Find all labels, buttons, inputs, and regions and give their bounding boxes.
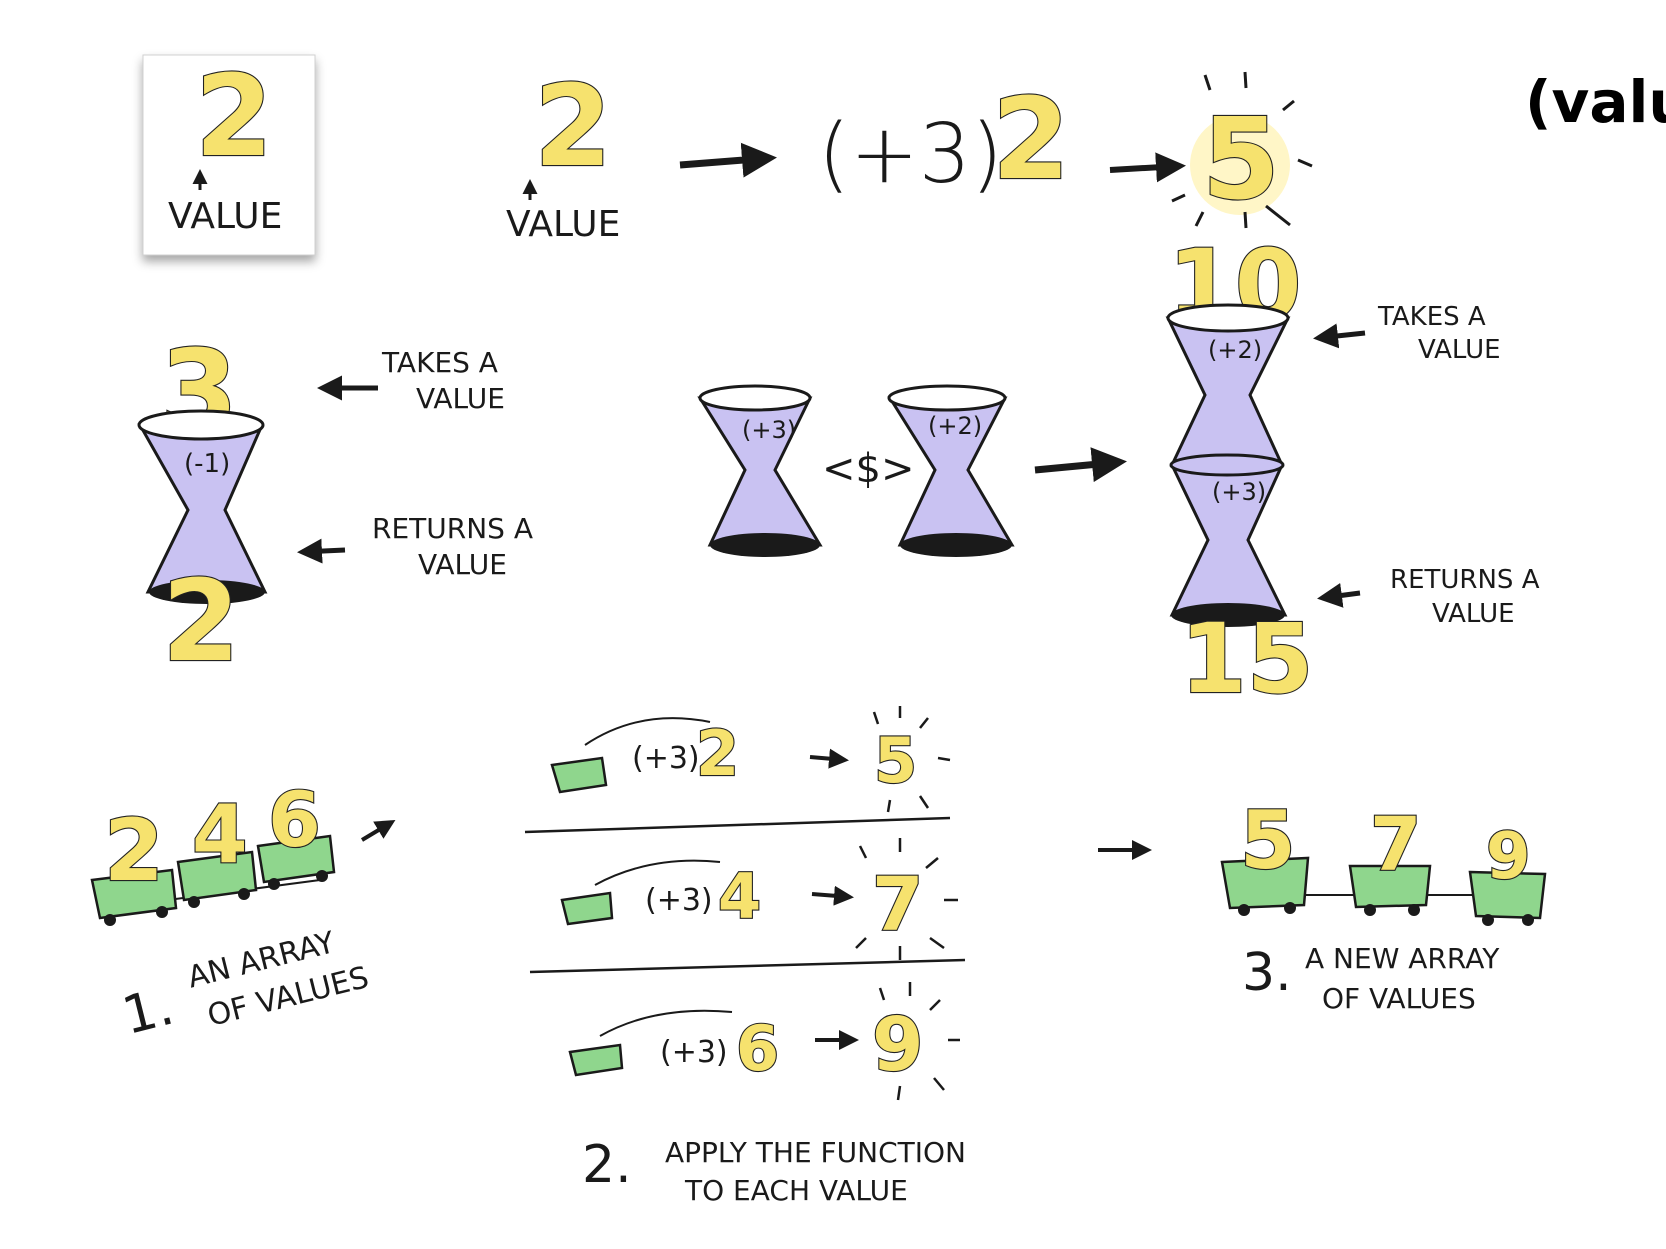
cart: 9 bbox=[1468, 819, 1547, 926]
free-value: 2 VALUE bbox=[506, 61, 620, 245]
arrow-icon bbox=[1034, 447, 1127, 483]
compose-left-function: (+3) bbox=[742, 416, 796, 444]
funnel-output-digit: 2 bbox=[162, 557, 240, 687]
sparkle-icon bbox=[872, 706, 951, 813]
arrow-icon bbox=[811, 885, 854, 906]
row-divider bbox=[524, 816, 951, 834]
output-value-2: 7 bbox=[1370, 802, 1422, 888]
output-array-group: 5 7 9 3. A NEW ARRAY OF VALUES bbox=[1220, 793, 1547, 1015]
stack-returns-line1: RETURNS A bbox=[1390, 565, 1540, 595]
takes-label-line2: VALUE bbox=[416, 382, 505, 415]
cart: 7 bbox=[1348, 801, 1432, 916]
sparkle-icon bbox=[1171, 71, 1313, 229]
stack-takes-line1: TAKES A bbox=[1377, 302, 1486, 332]
input-value-3: 6 bbox=[268, 775, 321, 864]
single-funnel-group: 3 (-1) 2 TAKES A VALUE RETURNS A VALUE bbox=[137, 326, 533, 688]
compose-right-function: (+2) bbox=[928, 412, 982, 440]
cart: 5 bbox=[1220, 793, 1310, 916]
value-card-label: VALUE bbox=[168, 196, 282, 237]
cart-icon bbox=[550, 756, 608, 794]
page-title: (value) bbox=[1525, 68, 1666, 136]
arrow-icon bbox=[297, 538, 346, 564]
output-value-3: 9 bbox=[1486, 820, 1531, 894]
stack-returns-line2: VALUE bbox=[1432, 599, 1515, 629]
returns-label-line2: VALUE bbox=[418, 548, 507, 581]
row1-function: (+3) bbox=[632, 741, 700, 776]
fmap-operator: <$> bbox=[822, 446, 914, 492]
function-application: (+3) 2 bbox=[818, 74, 1071, 206]
value-card-digit: 2 bbox=[195, 52, 273, 182]
takes-label-line1: TAKES A bbox=[381, 346, 498, 379]
apply-function-group: (+3) 2 5 (+3) 4 7 bbox=[524, 706, 966, 1207]
arrow-icon bbox=[679, 142, 777, 178]
stack-takes-line2: VALUE bbox=[1418, 335, 1501, 365]
cart: 6 bbox=[256, 774, 336, 890]
cart-icon bbox=[560, 891, 614, 926]
row2-function: (+3) bbox=[645, 883, 713, 918]
row3-function: (+3) bbox=[660, 1035, 728, 1070]
arrow-icon bbox=[1317, 582, 1361, 608]
row-divider bbox=[529, 958, 966, 974]
result-value: 5 bbox=[1171, 71, 1313, 229]
apply-row: (+3) 2 5 bbox=[550, 706, 951, 813]
value-card: 2 VALUE bbox=[142, 51, 316, 256]
result-digit: 5 bbox=[1202, 95, 1280, 225]
step2-number: 2. bbox=[582, 1135, 632, 1195]
input-value-2: 4 bbox=[192, 788, 248, 881]
free-value-label: VALUE bbox=[506, 204, 620, 245]
input-array-group: 2 4 6 1. AN ARRAY OF VALUES bbox=[90, 774, 396, 1047]
function-input-digit: 2 bbox=[992, 75, 1070, 205]
output-value-1: 5 bbox=[1240, 794, 1296, 887]
function-label: (+3) bbox=[818, 107, 1003, 202]
sparkle-icon bbox=[855, 838, 958, 960]
funnel-function-label: (-1) bbox=[184, 449, 230, 479]
free-value-digit: 2 bbox=[534, 62, 612, 192]
arrow-icon bbox=[809, 748, 849, 769]
stack-bottom-function: (+3) bbox=[1212, 478, 1266, 506]
apply-row: (+3) 4 7 bbox=[560, 838, 958, 960]
returns-label-line1: RETURNS A bbox=[372, 512, 533, 545]
step2-line1: APPLY THE FUNCTION bbox=[665, 1136, 966, 1169]
row2-input: 4 bbox=[718, 860, 761, 933]
cart: 4 bbox=[176, 787, 258, 908]
apply-row: (+3) 6 9 bbox=[568, 982, 960, 1101]
compose-group: (+3) <$> (+2) bbox=[697, 384, 1127, 557]
sparkle-icon bbox=[878, 982, 960, 1101]
stacked-funnel-group: 10 (+2) (+3) 15 TAKES A VALUE RETURNS A … bbox=[1165, 228, 1540, 716]
step2-line2: TO EACH VALUE bbox=[684, 1174, 908, 1207]
stack-top-function: (+2) bbox=[1208, 336, 1262, 364]
input-value-1: 2 bbox=[104, 801, 164, 901]
cart: 2 bbox=[90, 800, 178, 926]
step3-line2: OF VALUES bbox=[1322, 982, 1476, 1015]
arrow-icon bbox=[360, 819, 396, 842]
arrow-icon bbox=[1109, 152, 1186, 183]
cart-icon bbox=[568, 1043, 624, 1077]
step3-line1: A NEW ARRAY bbox=[1305, 942, 1500, 975]
row3-input: 6 bbox=[736, 1012, 779, 1085]
step3-number: 3. bbox=[1242, 943, 1292, 1003]
row2-result: 7 bbox=[872, 862, 924, 948]
row1-input: 2 bbox=[696, 717, 739, 790]
row1-result: 5 bbox=[874, 724, 917, 797]
step1-number: 1. bbox=[117, 977, 180, 1047]
stack-output-digit: 15 bbox=[1180, 603, 1314, 715]
arrow-icon bbox=[1313, 323, 1366, 349]
row3-result: 9 bbox=[872, 1002, 924, 1088]
